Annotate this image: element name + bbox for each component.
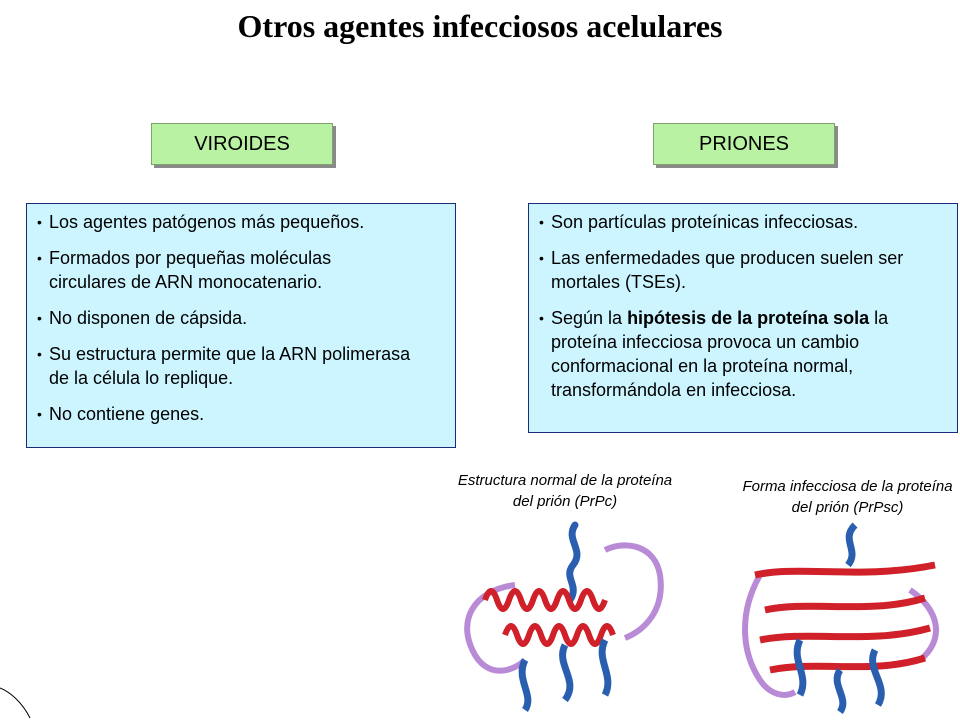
viroides-bullet-2: Formados por pequeñas moléculas circular…	[35, 246, 409, 294]
viroides-bullet-4: Su estructura permite que la ARN polimer…	[35, 342, 419, 390]
viroides-heading: VIROIDES	[151, 123, 333, 165]
priones-bullet-1: Son partículas proteínicas infecciosas.	[537, 210, 949, 234]
viroides-box: Los agentes patógenos más pequeños. Form…	[26, 203, 456, 448]
priones-bullet-3-post: la proteína infecciosa provoca un cambio…	[551, 308, 889, 400]
viroides-bullet-5: No contiene genes.	[35, 402, 447, 426]
caption-infectious: Forma infecciosa de la proteína del prió…	[742, 478, 953, 516]
viroides-bullet-1: Los agentes patógenos más pequeños.	[35, 210, 447, 234]
caption-normal: Estructura normal de la proteína del pri…	[457, 472, 673, 510]
corner-arc-decoration	[0, 687, 31, 719]
priones-bullet-2: Las enfermedades que producen suelen ser…	[537, 246, 951, 294]
normal-prion-structure-image	[464, 521, 664, 712]
hipotesis-proteina-sola: hipótesis de la proteína sola	[627, 308, 870, 328]
viroides-bullet-3: No disponen de cápsida.	[35, 306, 447, 330]
page-title: Otros agentes infecciosos acelulares	[237, 8, 723, 44]
priones-bullet-3-pre: Según la	[551, 308, 628, 328]
priones-heading: PRIONES	[653, 123, 835, 165]
priones-bullet-3: Según la hipótesis de la proteína sola l…	[537, 306, 956, 402]
infectious-prion-structure-image	[742, 522, 939, 715]
priones-box: Son partículas proteínicas infecciosas. …	[528, 203, 958, 433]
